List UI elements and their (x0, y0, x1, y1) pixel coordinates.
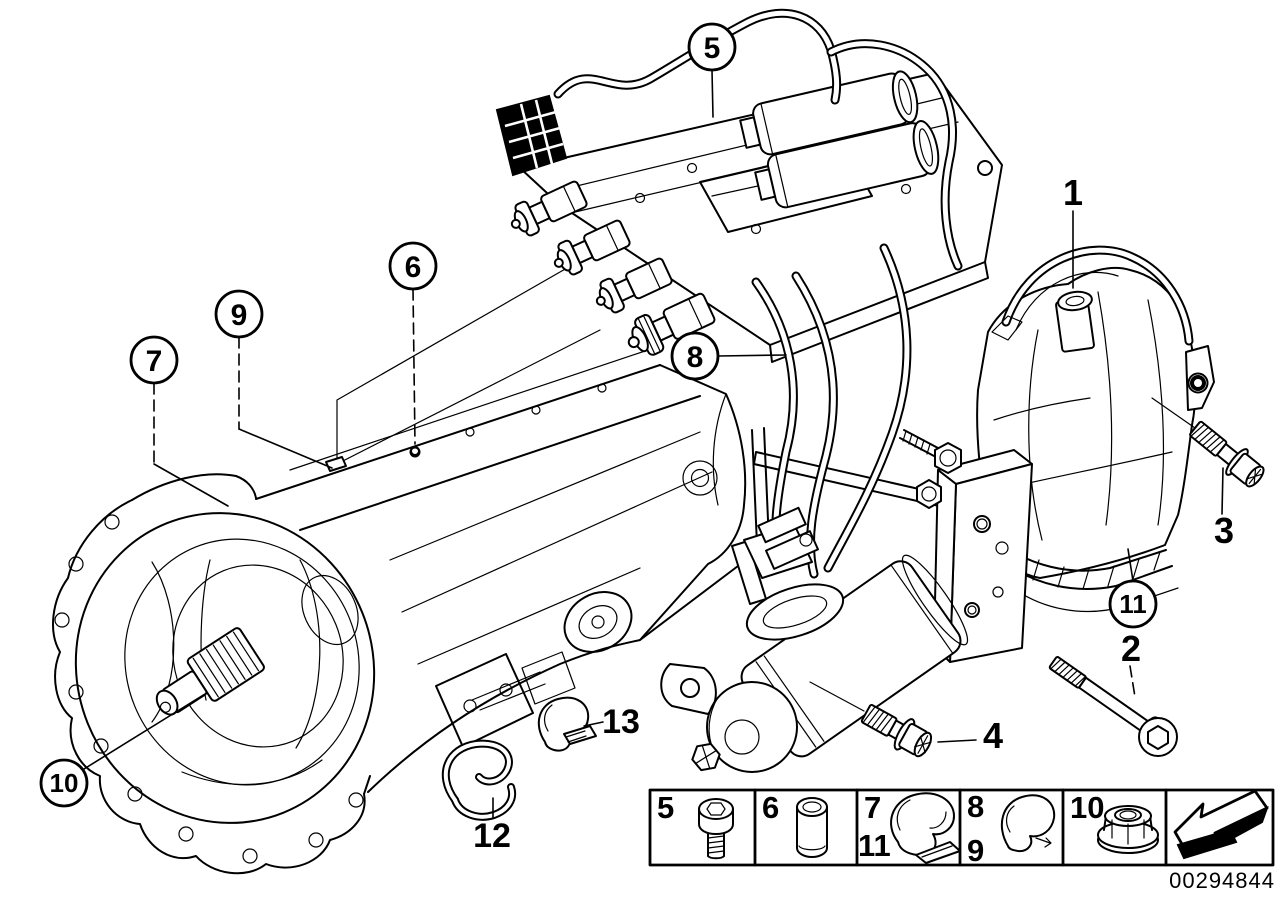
label-13: 13 (602, 703, 640, 741)
number-labels: 1 2 3 4 12 13 (473, 172, 1234, 855)
legend-table: 5 6 7 11 (648, 788, 1275, 868)
hose-clamp-icon (890, 792, 961, 864)
callout-label-7: 7 (146, 345, 163, 378)
callout-label-9: 9 (231, 299, 248, 332)
legend-label-5: 5 (657, 790, 674, 825)
solenoid-valve-1 (510, 180, 588, 237)
legend-cell-10: 10 (1070, 790, 1159, 854)
callout-label-8: 8 (687, 341, 704, 374)
legend-cell-6: 6 (762, 790, 828, 858)
callout-circle-8 (670, 331, 720, 381)
label-2: 2 (1121, 628, 1141, 669)
sleeve-icon (796, 797, 828, 858)
legend-label-7: 7 (864, 790, 881, 825)
bolt-2 (1048, 656, 1178, 757)
pressure-accumulator-2 (754, 120, 940, 209)
legend-label-11: 11 (858, 828, 891, 863)
wiring-connector (495, 94, 568, 177)
legend-cell-arrow (1173, 789, 1269, 860)
construction-lines (336, 267, 601, 465)
callout-balloons: 5 6 7 8 9 10 11 (39, 22, 1158, 808)
callout-circle-11 (1108, 579, 1158, 629)
flange-nut-icon (1097, 805, 1159, 854)
callout-label-10: 10 (50, 768, 79, 798)
clamp-13 (537, 696, 597, 752)
callout-circle-5 (687, 22, 737, 72)
solenoid-valve-4 (627, 292, 716, 356)
document-number: 00294844 (1169, 868, 1275, 893)
callout-label-5: 5 (704, 32, 721, 65)
direction-arrow-icon (1173, 789, 1269, 860)
bell-housing (52, 473, 376, 875)
legend-cell-5: 5 (657, 790, 734, 860)
input-shaft-spline (155, 627, 265, 716)
gearbox-case (255, 349, 747, 793)
valve-block (899, 429, 1033, 663)
bolt-3 (1189, 420, 1265, 488)
leader-lines (83, 69, 1224, 819)
callout-circle-9 (214, 289, 264, 339)
legend-cell-7-11: 7 11 (858, 790, 961, 864)
spring-clip-12 (441, 739, 516, 821)
bolt-4 (860, 703, 933, 758)
hydraulic-control-unit (495, 70, 1003, 363)
legend-label-6: 6 (762, 790, 779, 825)
label-1: 1 (1063, 172, 1083, 213)
solenoid-valve-2 (553, 219, 631, 276)
legend-label-8: 8 (967, 789, 984, 824)
callout-label-11: 11 (1119, 589, 1147, 619)
legend-cell-8-9: 8 9 (967, 789, 1056, 868)
label-3: 3 (1214, 510, 1234, 551)
solenoid-valve-3 (595, 257, 673, 314)
callout-circle-7 (129, 335, 179, 385)
legend-label-9: 9 (967, 833, 984, 868)
legend-label-10: 10 (1070, 790, 1104, 825)
hydraulic-pump (660, 506, 969, 773)
callout-circle-6 (388, 241, 438, 291)
socket-head-screw-icon (698, 798, 734, 860)
label-4: 4 (983, 715, 1003, 756)
pump-swivel-fitting (731, 506, 845, 641)
label-12: 12 (473, 817, 511, 855)
callout-label-6: 6 (405, 251, 422, 284)
pressure-accumulator-1 (739, 70, 919, 156)
bolt-4-axis-line (809, 681, 865, 712)
bolt-3-axis-line (1151, 397, 1196, 429)
callout-circle-10 (39, 758, 89, 808)
spring-clip-icon (1000, 794, 1056, 853)
